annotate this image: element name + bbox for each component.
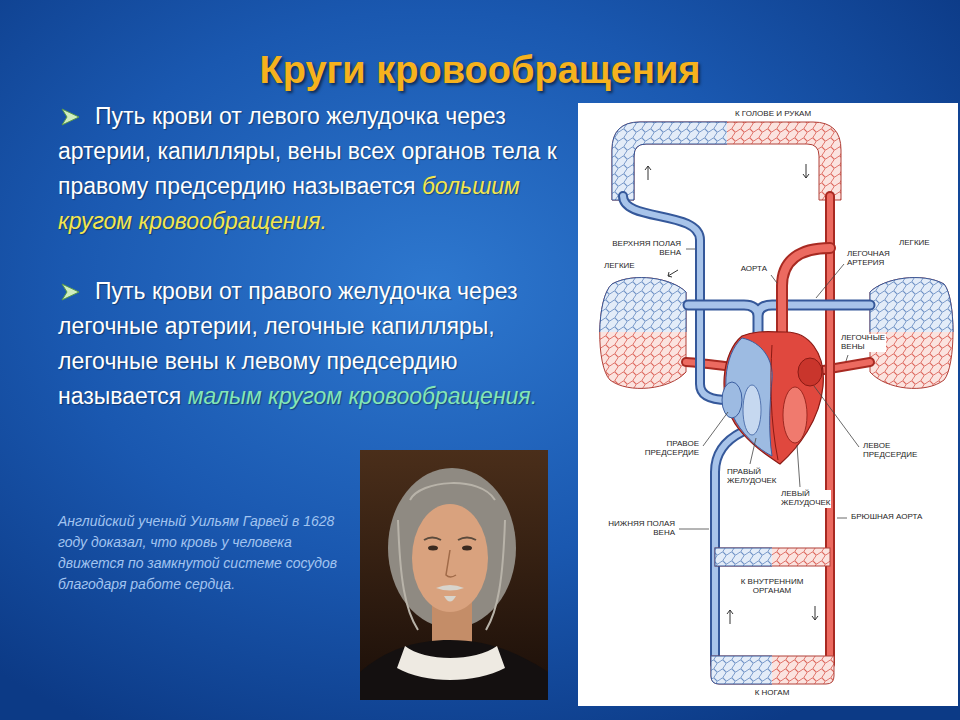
- part-label: ЛЕВЫЙ ЖЕЛУДОЧЕК: [780, 490, 831, 508]
- leader-line: [816, 264, 844, 298]
- circulation-illustration: [715, 548, 830, 566]
- part-label: ВЕРХНЯЯ ПОЛАЯ ВЕНА: [604, 240, 682, 258]
- circulation-illustration: [578, 103, 958, 706]
- flow-arrow: [668, 270, 678, 277]
- leader-line: [686, 249, 695, 250]
- part-label: ЛЕГОЧНЫЕ ВЕНЫ: [840, 334, 886, 352]
- part-label: ЛЕГКИЕ: [898, 239, 931, 248]
- portrait: [360, 450, 548, 700]
- part-label: НИЖНЯЯ ПОЛАЯ ВЕНА: [598, 520, 676, 538]
- circulation-illustration: [782, 248, 830, 340]
- leader-line: [750, 438, 756, 464]
- portrait: [446, 550, 456, 577]
- circulation-illustration: [612, 122, 841, 200]
- part-label: ЛЕГОЧНАЯ АРТЕРИЯ: [846, 250, 891, 268]
- bullet-markers: [62, 109, 79, 300]
- heart: [743, 385, 761, 435]
- portrait: [360, 450, 548, 700]
- portrait: [436, 585, 464, 591]
- portrait: [398, 483, 505, 630]
- circulation-illustration: [825, 196, 835, 664]
- part-label: К ГОЛОВЕ И РУКАМ: [734, 110, 812, 119]
- circulation-illustration: [711, 656, 834, 684]
- bullet-markers: [62, 284, 79, 300]
- part-label: К ВНУТРЕННИМ ОРГАНАМ: [735, 578, 809, 596]
- circulation-illustration: [711, 656, 772, 684]
- circulation-illustration: [623, 196, 728, 400]
- portrait: [462, 546, 472, 551]
- part-label: ЛЕГКИЕ: [603, 262, 636, 271]
- leader-line: [679, 529, 709, 530]
- portrait: [444, 596, 456, 602]
- circulation-illustration: [782, 248, 830, 340]
- leader-line: [771, 275, 777, 283]
- leader-line: [814, 386, 859, 447]
- flow-arrow: [803, 164, 809, 178]
- circulation-illustration: [870, 278, 953, 389]
- part-label: БРЮШНАЯ АОРТА: [850, 513, 923, 522]
- leader-line: [703, 412, 728, 446]
- leader-line: [797, 445, 800, 487]
- part-label: АОРТА: [740, 265, 768, 274]
- portrait: [424, 538, 476, 541]
- flow-arrow: [727, 610, 733, 624]
- part-label: ПРАВОЕ ПРЕДСЕРДИЕ: [644, 440, 700, 458]
- leader-line: [679, 249, 859, 529]
- circulation-illustration: [600, 278, 686, 389]
- bullet-paragraph: Путь крови от левого желудочка через арт…: [58, 99, 570, 239]
- portrait-caption: Английский ученый Уильям Гарвей в 1628 г…: [58, 511, 348, 595]
- circulation-illustration: [623, 196, 728, 400]
- heart: [783, 387, 807, 443]
- leader-line: [846, 355, 848, 361]
- heart: [771, 345, 778, 460]
- part-label: ЛЕВОЕ ПРЕДСЕРДИЕ: [862, 442, 918, 460]
- slide-title: Круги кровообращения: [0, 47, 960, 93]
- bullet-markers: [62, 109, 79, 125]
- portrait: [360, 640, 548, 700]
- portrait: [412, 504, 488, 612]
- circulation-illustration: [870, 278, 953, 332]
- flow-arrow: [645, 166, 651, 180]
- flow-arrow: [645, 164, 818, 624]
- circulation-illustration: [612, 122, 727, 200]
- heart: [722, 382, 742, 418]
- leader-line: [837, 518, 847, 519]
- bullet-paragraph: Путь крови от правого желудочка через ле…: [58, 274, 570, 414]
- circulation-illustration: [827, 196, 833, 664]
- portrait: [397, 646, 505, 680]
- heart: [798, 358, 822, 386]
- circulation-illustration: [600, 278, 686, 332]
- heart: [722, 332, 823, 464]
- part-label: К НОГАМ: [754, 689, 791, 698]
- part-label: ПРАВЫЙ ЖЕЛУДОЧЕК: [726, 468, 777, 486]
- flow-arrow: [812, 606, 818, 620]
- term-highlight: малым кругом кровообращения.: [188, 383, 537, 409]
- portrait: [428, 546, 438, 551]
- circulation-illustration: [715, 548, 772, 566]
- circulation-illustration: [578, 103, 958, 706]
